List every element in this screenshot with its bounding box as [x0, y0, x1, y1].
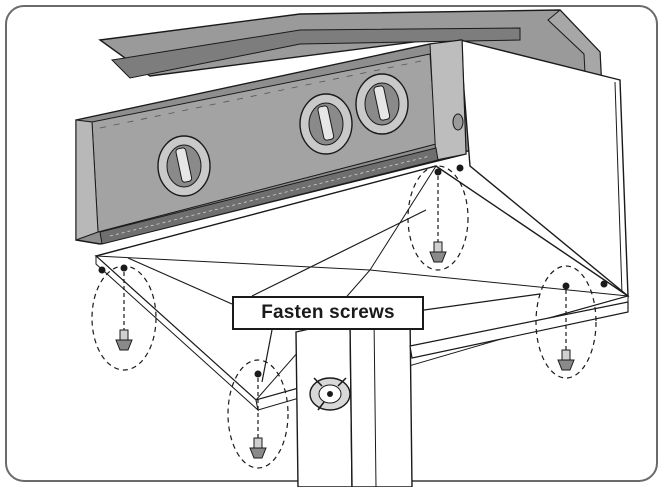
- control-knob-icon: [299, 93, 353, 155]
- screw-icon: [249, 437, 267, 459]
- crossbar: [409, 301, 629, 359]
- screw-icon: [115, 329, 133, 351]
- control-knob-icon: [355, 73, 409, 135]
- callout-leaders: [127, 209, 541, 383]
- screw-icon: [429, 241, 447, 263]
- screw-guides: [91, 165, 597, 469]
- leveling-foot-icon: [309, 377, 351, 411]
- callout-label: Fasten screws: [261, 302, 395, 323]
- mount-holes: [98, 164, 608, 378]
- ignition-port-icon: [452, 113, 464, 131]
- screw-icon: [557, 349, 575, 371]
- control-knob-icon: [157, 135, 211, 197]
- fasten-screws-callout: Fasten screws: [232, 296, 424, 330]
